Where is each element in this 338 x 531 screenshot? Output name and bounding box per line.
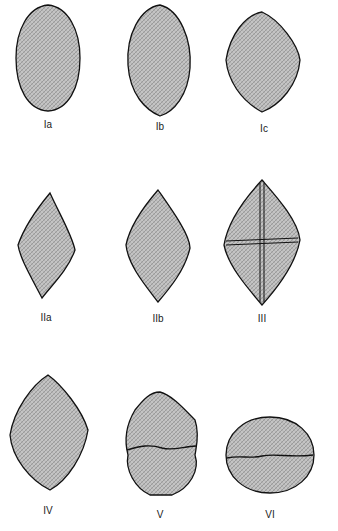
crack-line [227,455,313,458]
grain-outline [126,190,190,302]
crack-line [127,446,196,450]
part-label: IIa [40,313,51,323]
part-label: Ia [44,120,52,130]
part-label: V [157,510,164,520]
grain-outline [18,193,75,298]
grain-outline [128,5,190,116]
part-label: IV [43,506,52,516]
groove-line [260,183,264,302]
part-label: III [258,314,266,324]
grain-outline [226,12,300,112]
grain-outline [16,5,80,111]
grain-outline [224,180,300,305]
part-label: VI [265,510,274,520]
part-label: Ib [156,122,164,132]
part-label: Ic [260,124,268,134]
grain-outline [126,392,197,495]
grain-outline [226,417,314,493]
grain-outline [10,375,88,490]
part-label: IIb [152,314,163,324]
groove-line [226,238,298,245]
